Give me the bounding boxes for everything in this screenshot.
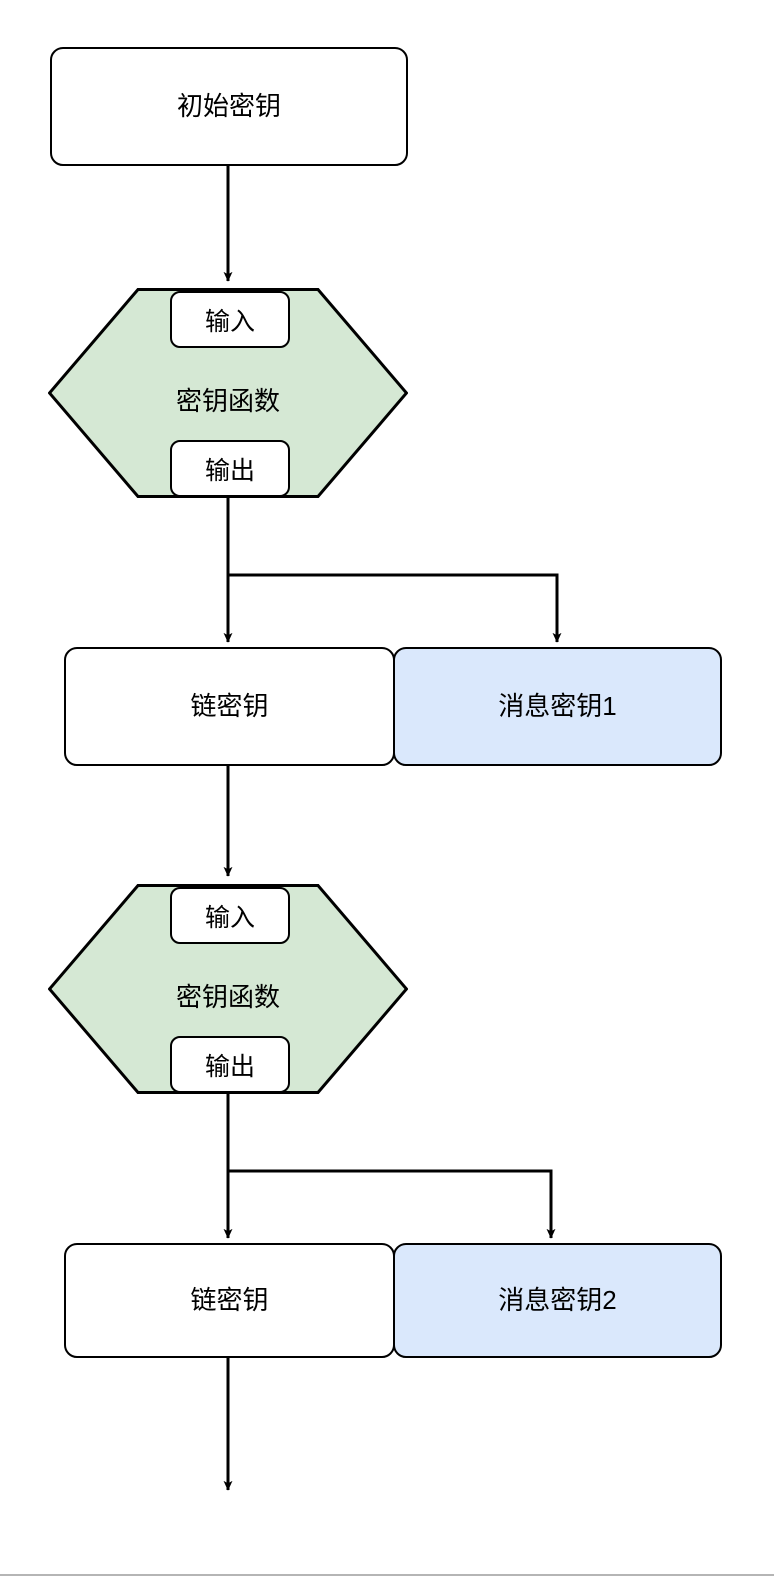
- hexagon-shape-2: [48, 884, 408, 1094]
- node-kdf-2-label: 密钥函数: [175, 982, 280, 1012]
- node-kdf-1[interactable]: 密钥函数 输入 输出: [48, 288, 408, 498]
- node-initial-key-label: 初始密钥: [176, 90, 281, 121]
- node-kdf-1-output[interactable]: 输出: [170, 440, 290, 497]
- node-kdf-2-output-label: 输出: [204, 1052, 255, 1081]
- node-message-key-2[interactable]: 消息密钥2: [393, 1243, 722, 1358]
- node-chain-key-2[interactable]: 链密钥: [64, 1243, 395, 1358]
- node-message-key-1[interactable]: 消息密钥1: [393, 647, 722, 766]
- node-initial-key[interactable]: 初始密钥: [50, 47, 408, 166]
- node-chain-key-2-label: 链密钥: [190, 1284, 269, 1315]
- node-kdf-1-input[interactable]: 输入: [170, 291, 290, 348]
- node-kdf-1-input-label: 输入: [204, 307, 255, 336]
- node-chain-key-1-label: 链密钥: [190, 690, 269, 721]
- node-kdf-2-output[interactable]: 输出: [170, 1036, 290, 1093]
- hexagon-shape-1: [48, 288, 408, 498]
- node-message-key-1-label: 消息密钥1: [498, 690, 617, 721]
- node-kdf-2[interactable]: 密钥函数 输入 输出: [48, 884, 408, 1094]
- edge-kdf1-to-message-key-1: [228, 573, 562, 643]
- node-kdf-1-output-label: 输出: [204, 456, 255, 485]
- node-kdf-2-input[interactable]: 输入: [170, 887, 290, 944]
- page-bottom-divider: [0, 1574, 774, 1576]
- node-kdf-2-input-label: 输入: [204, 903, 255, 932]
- edge-kdf2-to-message-key-2: [228, 1169, 556, 1239]
- node-chain-key-1[interactable]: 链密钥: [64, 647, 395, 766]
- node-message-key-2-label: 消息密钥2: [498, 1284, 617, 1315]
- node-kdf-1-label: 密钥函数: [175, 386, 280, 416]
